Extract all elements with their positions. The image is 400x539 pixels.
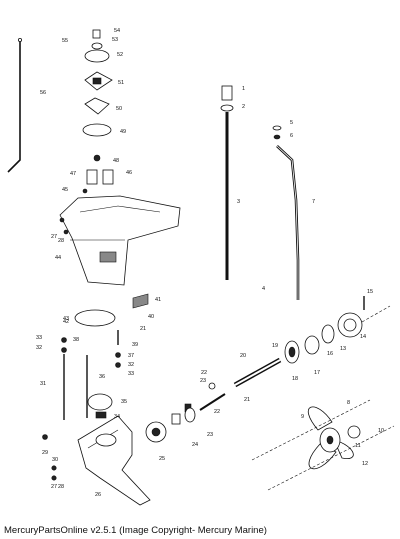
callout-28: 28 xyxy=(58,484,64,490)
propeller[interactable] xyxy=(251,399,395,491)
callout-labels: 1234567891011121314151617181920212223242… xyxy=(36,28,384,498)
callout-36: 36 xyxy=(99,374,105,380)
callout-51: 51 xyxy=(118,80,124,86)
pinion-gear[interactable] xyxy=(87,393,113,411)
callout-22b: 22 xyxy=(201,370,207,376)
driveshaft-housing[interactable] xyxy=(59,195,181,286)
callout-56: 56 xyxy=(40,90,46,96)
image-caption: MercuryPartsOnline v2.5.1 (Image Copyrig… xyxy=(4,525,267,536)
callout-32: 32 xyxy=(36,345,42,351)
callout-23b: 23 xyxy=(200,378,206,384)
callout-34: 34 xyxy=(114,414,120,420)
callout-6: 6 xyxy=(290,133,293,139)
callout-2: 2 xyxy=(242,104,245,110)
forward-gear[interactable] xyxy=(284,340,300,364)
callout-46: 46 xyxy=(126,170,132,176)
callout-14: 14 xyxy=(360,334,366,340)
callout-27b: 27 xyxy=(51,234,57,240)
callout-50: 50 xyxy=(116,106,122,112)
driveshaft[interactable] xyxy=(220,85,234,280)
callout-7: 7 xyxy=(312,199,315,205)
callout-9: 9 xyxy=(301,414,304,420)
callout-32b: 32 xyxy=(128,362,134,368)
callout-29: 29 xyxy=(42,450,48,456)
callout-45: 45 xyxy=(62,187,68,193)
callout-49: 49 xyxy=(120,129,126,135)
callout-25: 25 xyxy=(159,456,165,462)
callout-35: 35 xyxy=(121,399,127,405)
studs[interactable] xyxy=(61,330,121,420)
callout-21: 21 xyxy=(244,397,250,403)
callout-22: 22 xyxy=(214,409,220,415)
callout-17: 17 xyxy=(314,370,320,376)
callout-28b: 28 xyxy=(58,238,64,244)
callout-38: 38 xyxy=(73,337,79,343)
callout-54: 54 xyxy=(114,28,120,34)
callout-8: 8 xyxy=(347,400,350,406)
callout-31: 31 xyxy=(40,381,46,387)
callout-55: 55 xyxy=(62,38,68,44)
water-pump-stack[interactable] xyxy=(82,29,114,194)
callout-47: 47 xyxy=(70,171,76,177)
callout-10: 10 xyxy=(378,428,384,434)
callout-26: 26 xyxy=(95,492,101,498)
callout-1: 1 xyxy=(242,86,245,92)
callout-33b: 33 xyxy=(128,371,134,377)
reverse-gear[interactable] xyxy=(145,407,196,443)
callout-40: 40 xyxy=(148,314,154,320)
callout-33: 33 xyxy=(36,335,42,341)
parts-diagram: 1234567891011121314151617181920212223242… xyxy=(7,28,395,506)
callout-15: 15 xyxy=(367,289,373,295)
callout-44: 44 xyxy=(55,255,61,261)
callout-37: 37 xyxy=(128,353,134,359)
callout-43: 43 xyxy=(63,316,69,322)
callout-5: 5 xyxy=(290,120,293,126)
callout-20: 20 xyxy=(240,353,246,359)
callout-12: 12 xyxy=(362,461,368,467)
propeller-shaft-assembly[interactable] xyxy=(184,357,282,413)
callout-21b: 21 xyxy=(140,326,146,332)
callout-13: 13 xyxy=(340,346,346,352)
callout-52: 52 xyxy=(117,52,123,58)
callout-4: 4 xyxy=(262,286,265,292)
callout-27: 27 xyxy=(51,484,57,490)
bearing-carrier[interactable] xyxy=(321,312,363,344)
callout-39: 39 xyxy=(132,342,138,348)
callout-11: 11 xyxy=(355,443,361,449)
callout-3: 3 xyxy=(237,199,240,205)
thrust-washer[interactable] xyxy=(304,335,320,355)
callout-24: 24 xyxy=(192,442,198,448)
lower-gearcase[interactable] xyxy=(42,415,151,506)
callout-18: 18 xyxy=(292,376,298,382)
pinion-nut[interactable] xyxy=(95,411,107,419)
gearcase-o-ring[interactable] xyxy=(74,309,116,327)
callout-19: 19 xyxy=(272,343,278,349)
shift-shaft[interactable] xyxy=(272,125,300,300)
callout-30: 30 xyxy=(52,457,58,463)
callout-42: 42 xyxy=(63,319,69,325)
callout-23: 23 xyxy=(207,432,213,438)
callout-53: 53 xyxy=(112,37,118,43)
callout-48: 48 xyxy=(113,158,119,164)
shift-rod[interactable] xyxy=(7,38,22,173)
callout-16: 16 xyxy=(327,351,333,357)
spacer-plate[interactable] xyxy=(132,293,149,309)
callout-41: 41 xyxy=(155,297,161,303)
